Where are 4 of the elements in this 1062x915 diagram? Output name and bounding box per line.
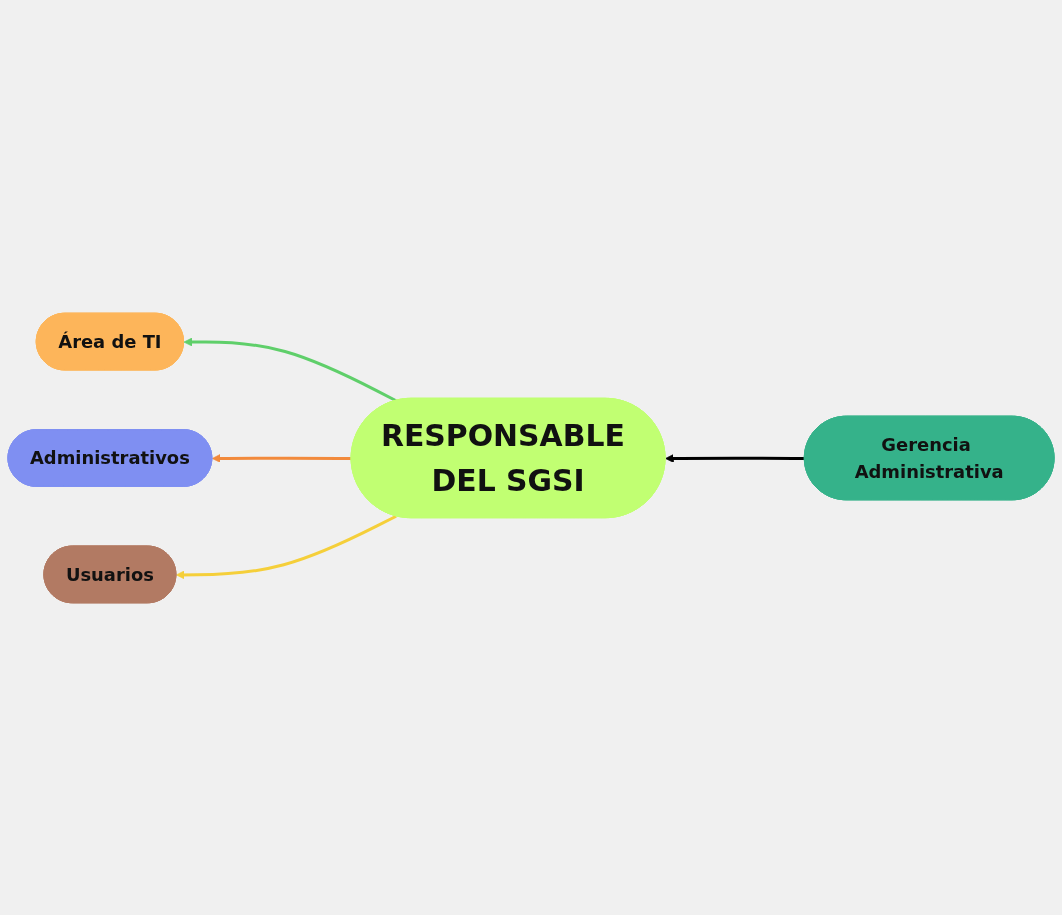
arrow (183, 337, 397, 402)
arrow (665, 453, 805, 463)
arrow (176, 514, 397, 579)
arrow (211, 453, 352, 463)
